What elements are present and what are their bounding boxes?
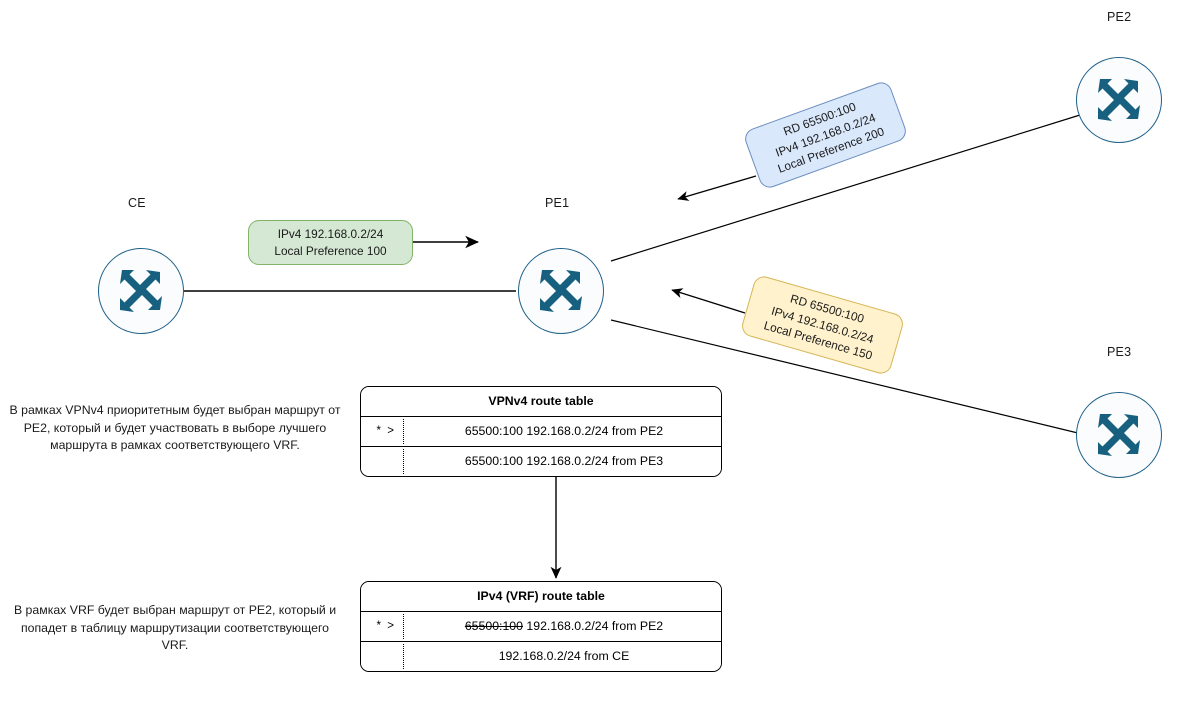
vpnv4-route-pe3: 65500:100 192.168.0.2/24 from PE3 [464, 454, 664, 468]
vrf-table-header: IPv4 (VRF) route table [361, 582, 721, 612]
vrf-route-pe2-text: 192.168.0.2/24 from PE2 [522, 619, 664, 633]
note-vpnv4: В рамках VPNv4 приоритетным будет выбран… [9, 403, 341, 452]
advert-arrow-pe3 [671, 288, 746, 314]
router-pe2[interactable] [1076, 57, 1162, 143]
callout-pe2-advertisement[interactable]: RD 65500:100 IPv4 192.168.0.2/24 Local P… [742, 79, 909, 191]
router-pe1-label: PE1 [545, 196, 570, 210]
router-ce-label: CE [128, 196, 146, 210]
callout-ce-line-2: Local Preference 100 [274, 243, 387, 258]
callout-ce-line-1: IPv4 192.168.0.2/24 [277, 227, 384, 241]
router-pe3-label: PE3 [1107, 345, 1132, 359]
column-divider [403, 644, 404, 669]
table-row[interactable]: * > 65500:100 192.168.0.2/24 from PE2 [361, 612, 721, 642]
router-pe3[interactable] [1076, 392, 1162, 478]
table-row[interactable]: * > 65500:100 192.168.0.2/24 from PE2 [361, 417, 721, 447]
column-divider [403, 419, 404, 444]
vrf-route-table: IPv4 (VRF) route table * > 65500:100 192… [360, 581, 722, 672]
column-divider [403, 449, 404, 474]
table-row[interactable]: 192.168.0.2/24 from CE [361, 642, 721, 671]
best-path-marker: * > [376, 425, 396, 437]
vpnv4-route-table: VPNv4 route table * > 65500:100 192.168.… [360, 386, 722, 477]
router-icon [1098, 414, 1140, 456]
column-divider [403, 614, 404, 639]
router-icon [120, 270, 162, 312]
vpnv4-table-header: VPNv4 route table [361, 387, 721, 417]
router-pe1[interactable] [518, 248, 604, 334]
note-vrf: В рамках VRF будет выбран маршрут от PE2… [13, 603, 337, 652]
callout-ce-advertisement[interactable]: IPv4 192.168.0.2/24 Local Preference 100 [248, 220, 413, 265]
router-icon [540, 270, 582, 312]
callout-pe3-advertisement[interactable]: RD 65500:100 IPv4 192.168.0.2/24 Local P… [739, 273, 906, 377]
router-icon [1098, 79, 1140, 121]
vrf-route-ce: 192.168.0.2/24 from CE [498, 649, 630, 663]
advert-arrow-pe2 [677, 175, 757, 201]
vpnv4-route-pe2: 65500:100 192.168.0.2/24 from PE2 [464, 424, 664, 438]
table-row[interactable]: 65500:100 192.168.0.2/24 from PE3 [361, 447, 721, 476]
best-path-marker: * > [376, 620, 396, 632]
stripped-rd-value: 65500:100 [464, 619, 523, 633]
vrf-route-pe2: 65500:100 192.168.0.2/24 from PE2 [361, 612, 721, 641]
router-ce[interactable] [98, 248, 184, 334]
router-pe2-label: PE2 [1107, 10, 1132, 24]
